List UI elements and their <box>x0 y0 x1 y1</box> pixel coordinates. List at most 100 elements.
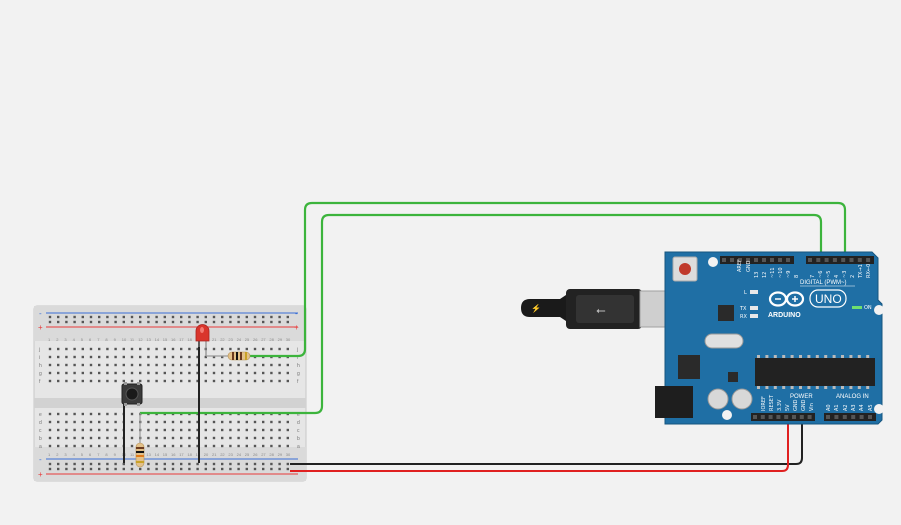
rail-hole[interactable] <box>229 467 232 471</box>
rail-hole[interactable] <box>212 467 216 471</box>
rail-hole[interactable] <box>81 315 84 319</box>
rail-hole[interactable] <box>196 320 199 324</box>
rail-hole[interactable] <box>155 467 158 471</box>
rail-hole[interactable] <box>114 462 117 466</box>
terminal-hole[interactable] <box>196 355 199 359</box>
terminal-hole[interactable] <box>147 371 150 375</box>
terminal-hole[interactable] <box>237 436 240 440</box>
rail-hole[interactable] <box>57 320 60 324</box>
terminal-hole[interactable] <box>204 444 207 448</box>
terminal-hole[interactable] <box>114 412 117 416</box>
terminal-hole[interactable] <box>286 420 289 424</box>
terminal-hole[interactable] <box>245 363 248 367</box>
rail-hole[interactable] <box>270 462 273 466</box>
rail-hole[interactable] <box>171 315 175 319</box>
rail-hole[interactable] <box>237 462 240 466</box>
rail-hole[interactable] <box>278 320 281 324</box>
rail-hole[interactable] <box>163 462 166 466</box>
terminal-hole[interactable] <box>48 379 52 383</box>
terminal-hole[interactable] <box>171 428 175 432</box>
rail-hole[interactable] <box>245 315 248 319</box>
terminal-hole[interactable] <box>221 347 224 351</box>
header-hole[interactable] <box>753 415 757 419</box>
terminal-hole[interactable] <box>89 428 93 432</box>
rail-hole[interactable] <box>89 315 93 319</box>
terminal-hole[interactable] <box>65 436 68 440</box>
terminal-hole[interactable] <box>163 355 166 359</box>
rail-hole[interactable] <box>196 462 199 466</box>
rail-hole[interactable] <box>98 462 101 466</box>
header-hole[interactable] <box>799 415 804 419</box>
terminal-hole[interactable] <box>122 371 125 375</box>
terminal-hole[interactable] <box>57 444 60 448</box>
terminal-hole[interactable] <box>155 355 158 359</box>
terminal-hole[interactable] <box>253 436 257 440</box>
header-hole[interactable] <box>792 415 796 419</box>
rail-hole[interactable] <box>270 315 273 319</box>
terminal-hole[interactable] <box>163 420 166 424</box>
terminal-hole[interactable] <box>114 428 117 432</box>
rail-hole[interactable] <box>122 320 125 324</box>
terminal-hole[interactable] <box>81 420 84 424</box>
terminal-hole[interactable] <box>196 379 199 383</box>
terminal-hole[interactable] <box>98 379 101 383</box>
header-hole[interactable] <box>722 258 726 262</box>
rail-hole[interactable] <box>188 462 191 466</box>
rail-hole[interactable] <box>130 462 134 466</box>
terminal-hole[interactable] <box>130 355 134 359</box>
terminal-hole[interactable] <box>204 355 207 359</box>
rail-hole[interactable] <box>196 315 199 319</box>
terminal-hole[interactable] <box>196 363 199 367</box>
terminal-hole[interactable] <box>163 347 166 351</box>
rail-hole[interactable] <box>180 320 183 324</box>
resistor-bottom[interactable] <box>135 413 145 468</box>
terminal-hole[interactable] <box>155 436 158 440</box>
terminal-hole[interactable] <box>171 379 175 383</box>
terminal-hole[interactable] <box>229 363 232 367</box>
rail-hole[interactable] <box>130 467 134 471</box>
terminal-hole[interactable] <box>180 436 183 440</box>
terminal-hole[interactable] <box>171 355 175 359</box>
terminal-hole[interactable] <box>212 428 216 432</box>
terminal-hole[interactable] <box>98 420 101 424</box>
rail-hole[interactable] <box>204 467 207 471</box>
header-hole[interactable] <box>746 258 750 262</box>
wire-green-led[interactable] <box>248 201 847 358</box>
terminal-hole[interactable] <box>188 444 191 448</box>
terminal-hole[interactable] <box>57 363 60 367</box>
terminal-hole[interactable] <box>270 363 273 367</box>
rail-hole[interactable] <box>65 315 68 319</box>
terminal-hole[interactable] <box>262 347 265 351</box>
terminal-hole[interactable] <box>270 436 273 440</box>
terminal-hole[interactable] <box>221 444 224 448</box>
terminal-hole[interactable] <box>155 363 158 367</box>
terminal-hole[interactable] <box>262 371 265 375</box>
terminal-hole[interactable] <box>89 347 93 351</box>
terminal-hole[interactable] <box>130 428 134 432</box>
terminal-hole[interactable] <box>57 347 60 351</box>
terminal-hole[interactable] <box>278 379 281 383</box>
rail-hole[interactable] <box>262 320 265 324</box>
header-hole[interactable] <box>760 415 765 419</box>
rail-hole[interactable] <box>155 315 158 319</box>
terminal-hole[interactable] <box>81 371 84 375</box>
terminal-hole[interactable] <box>163 379 166 383</box>
terminal-hole[interactable] <box>57 412 60 416</box>
terminal-hole[interactable] <box>270 444 273 448</box>
terminal-hole[interactable] <box>286 347 289 351</box>
header-hole[interactable] <box>807 415 812 419</box>
rail-hole[interactable] <box>245 467 248 471</box>
rail-hole[interactable] <box>81 462 84 466</box>
terminal-hole[interactable] <box>147 428 150 432</box>
terminal-hole[interactable] <box>89 379 93 383</box>
terminal-hole[interactable] <box>48 412 52 416</box>
terminal-hole[interactable] <box>147 363 150 367</box>
rail-hole[interactable] <box>114 320 117 324</box>
rail-hole[interactable] <box>286 462 289 466</box>
terminal-hole[interactable] <box>278 444 281 448</box>
terminal-hole[interactable] <box>188 379 191 383</box>
rail-hole[interactable] <box>286 467 289 471</box>
header-hole[interactable] <box>738 258 742 262</box>
wire-red-5v[interactable] <box>290 416 789 472</box>
